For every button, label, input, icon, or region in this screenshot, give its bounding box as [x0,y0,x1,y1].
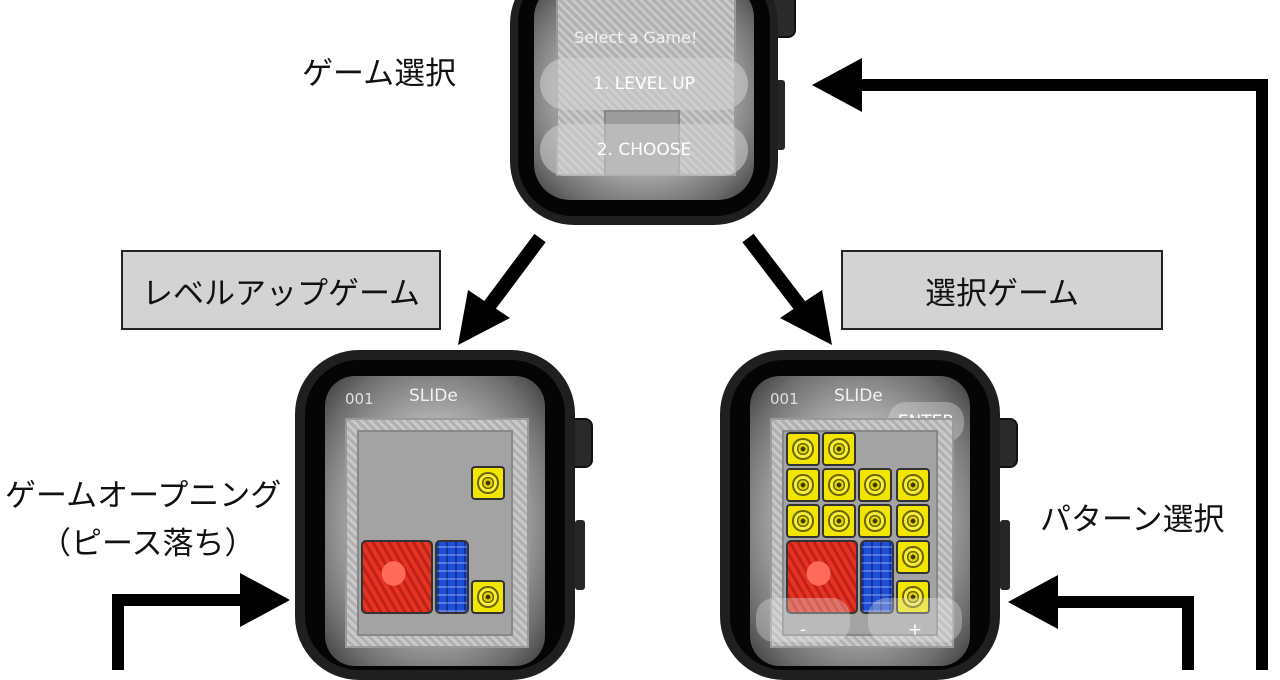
box-select-game-text: 選択ゲーム [924,275,1080,312]
yellow-piece [786,468,820,502]
right-watch-title: SLIDe [834,386,883,406]
top-watch-title: Select a Game! [574,28,698,47]
right-watch-level: 001 [770,390,799,408]
yellow-piece [822,504,856,538]
label-game-select: ゲーム選択 [302,56,457,92]
arrow-to-choose [742,233,806,311]
top-watch-screen: Select a Game! 1. LEVEL UP 2. CHOOSE [534,0,754,200]
blue-piece [435,540,469,614]
yellow-piece [858,468,892,502]
right-watch-side-button [1000,520,1010,590]
plus-button[interactable]: + [868,598,962,642]
yellow-piece [822,468,856,502]
left-watch-screen: 001 SLIDe [325,376,545,666]
red-piece [361,540,433,614]
label-game-opening-line1: ゲームオープニング [5,478,282,514]
label-pattern-select: パターン選択 [1040,502,1225,538]
box-select-game: 選択ゲーム [841,250,1163,330]
top-watch-side-button [775,80,785,150]
left-watch: 001 SLIDe [295,350,593,680]
menu-level-up-button[interactable]: 1. LEVEL UP [540,58,748,110]
loop-to-game-select [858,79,1268,670]
left-watch-side-button [575,520,585,590]
top-watch: Select a Game! 1. LEVEL UP 2. CHOOSE [510,0,796,225]
minus-button[interactable]: - [756,598,850,642]
arrow-head-choose [780,290,832,345]
red-piece [786,540,858,614]
right-watch: 001 SLIDe ENTER - + [720,350,1018,680]
arrow-head-opening [240,573,290,627]
left-watch-title: SLIDe [409,386,458,406]
blue-piece [860,540,894,614]
arrow-head-pattern [1008,575,1058,629]
loop-to-pattern [1055,596,1194,670]
left-watch-level: 001 [345,390,374,408]
box-level-up-game: レベルアップゲーム [121,250,441,330]
yellow-piece [858,504,892,538]
yellow-piece [471,466,505,500]
yellow-piece [896,580,930,614]
loop-to-opening [112,594,245,670]
arrow-to-level-up [484,233,546,310]
yellow-piece [786,504,820,538]
yellow-piece [896,504,930,538]
arrow-head-game-select [812,58,862,112]
menu-choose-button[interactable]: 2. CHOOSE [540,124,748,176]
yellow-piece [471,580,505,614]
arrow-head-level-up [458,290,510,345]
right-watch-screen: 001 SLIDe ENTER - + [750,376,970,666]
yellow-piece [896,540,930,574]
yellow-piece [822,432,856,466]
label-game-opening-line2: （ピース落ち） [40,526,256,562]
box-level-up-game-text: レベルアップゲーム [141,275,421,312]
yellow-piece [896,468,930,502]
yellow-piece [786,432,820,466]
